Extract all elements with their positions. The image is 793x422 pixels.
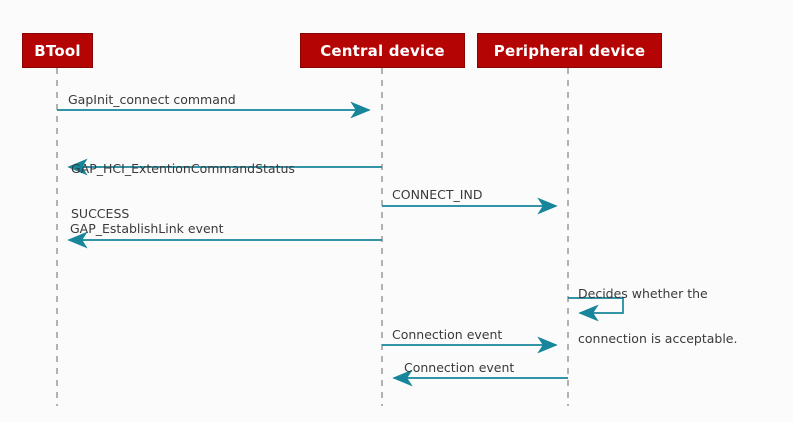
lifelines bbox=[56, 68, 569, 406]
message-label-5-line-1: Decides whether the bbox=[578, 286, 708, 301]
message-label-6: Connection event bbox=[392, 327, 503, 342]
message-arrow-5-self-loop bbox=[568, 297, 624, 322]
message-label-5-line-2: connection is acceptable. bbox=[578, 331, 738, 346]
participant-label-btool: BTool bbox=[34, 41, 81, 60]
message-label-2-line-2: SUCCESS bbox=[71, 206, 130, 221]
participant-central-device[interactable]: Central device bbox=[300, 33, 465, 68]
participant-peripheral-device[interactable]: Peripheral device bbox=[477, 33, 662, 68]
message-label-5: Decides whether the connection is accept… bbox=[578, 256, 737, 376]
message-label-2: GAP_HCI_ExtentionCommandStatus SUCCESS bbox=[71, 131, 295, 251]
message-label-7: Connection event bbox=[404, 360, 515, 375]
message-label-2-line-1: GAP_HCI_ExtentionCommandStatus bbox=[71, 161, 295, 176]
message-label-3: CONNECT_IND bbox=[392, 187, 483, 202]
message-label-4: GAP_EstablishLink event bbox=[70, 221, 224, 236]
message-label-1: GapInit_connect command bbox=[68, 92, 236, 107]
participant-btool[interactable]: BTool bbox=[22, 33, 93, 68]
participant-label-central-device: Central device bbox=[320, 41, 445, 60]
participant-label-peripheral-device: Peripheral device bbox=[493, 41, 646, 60]
